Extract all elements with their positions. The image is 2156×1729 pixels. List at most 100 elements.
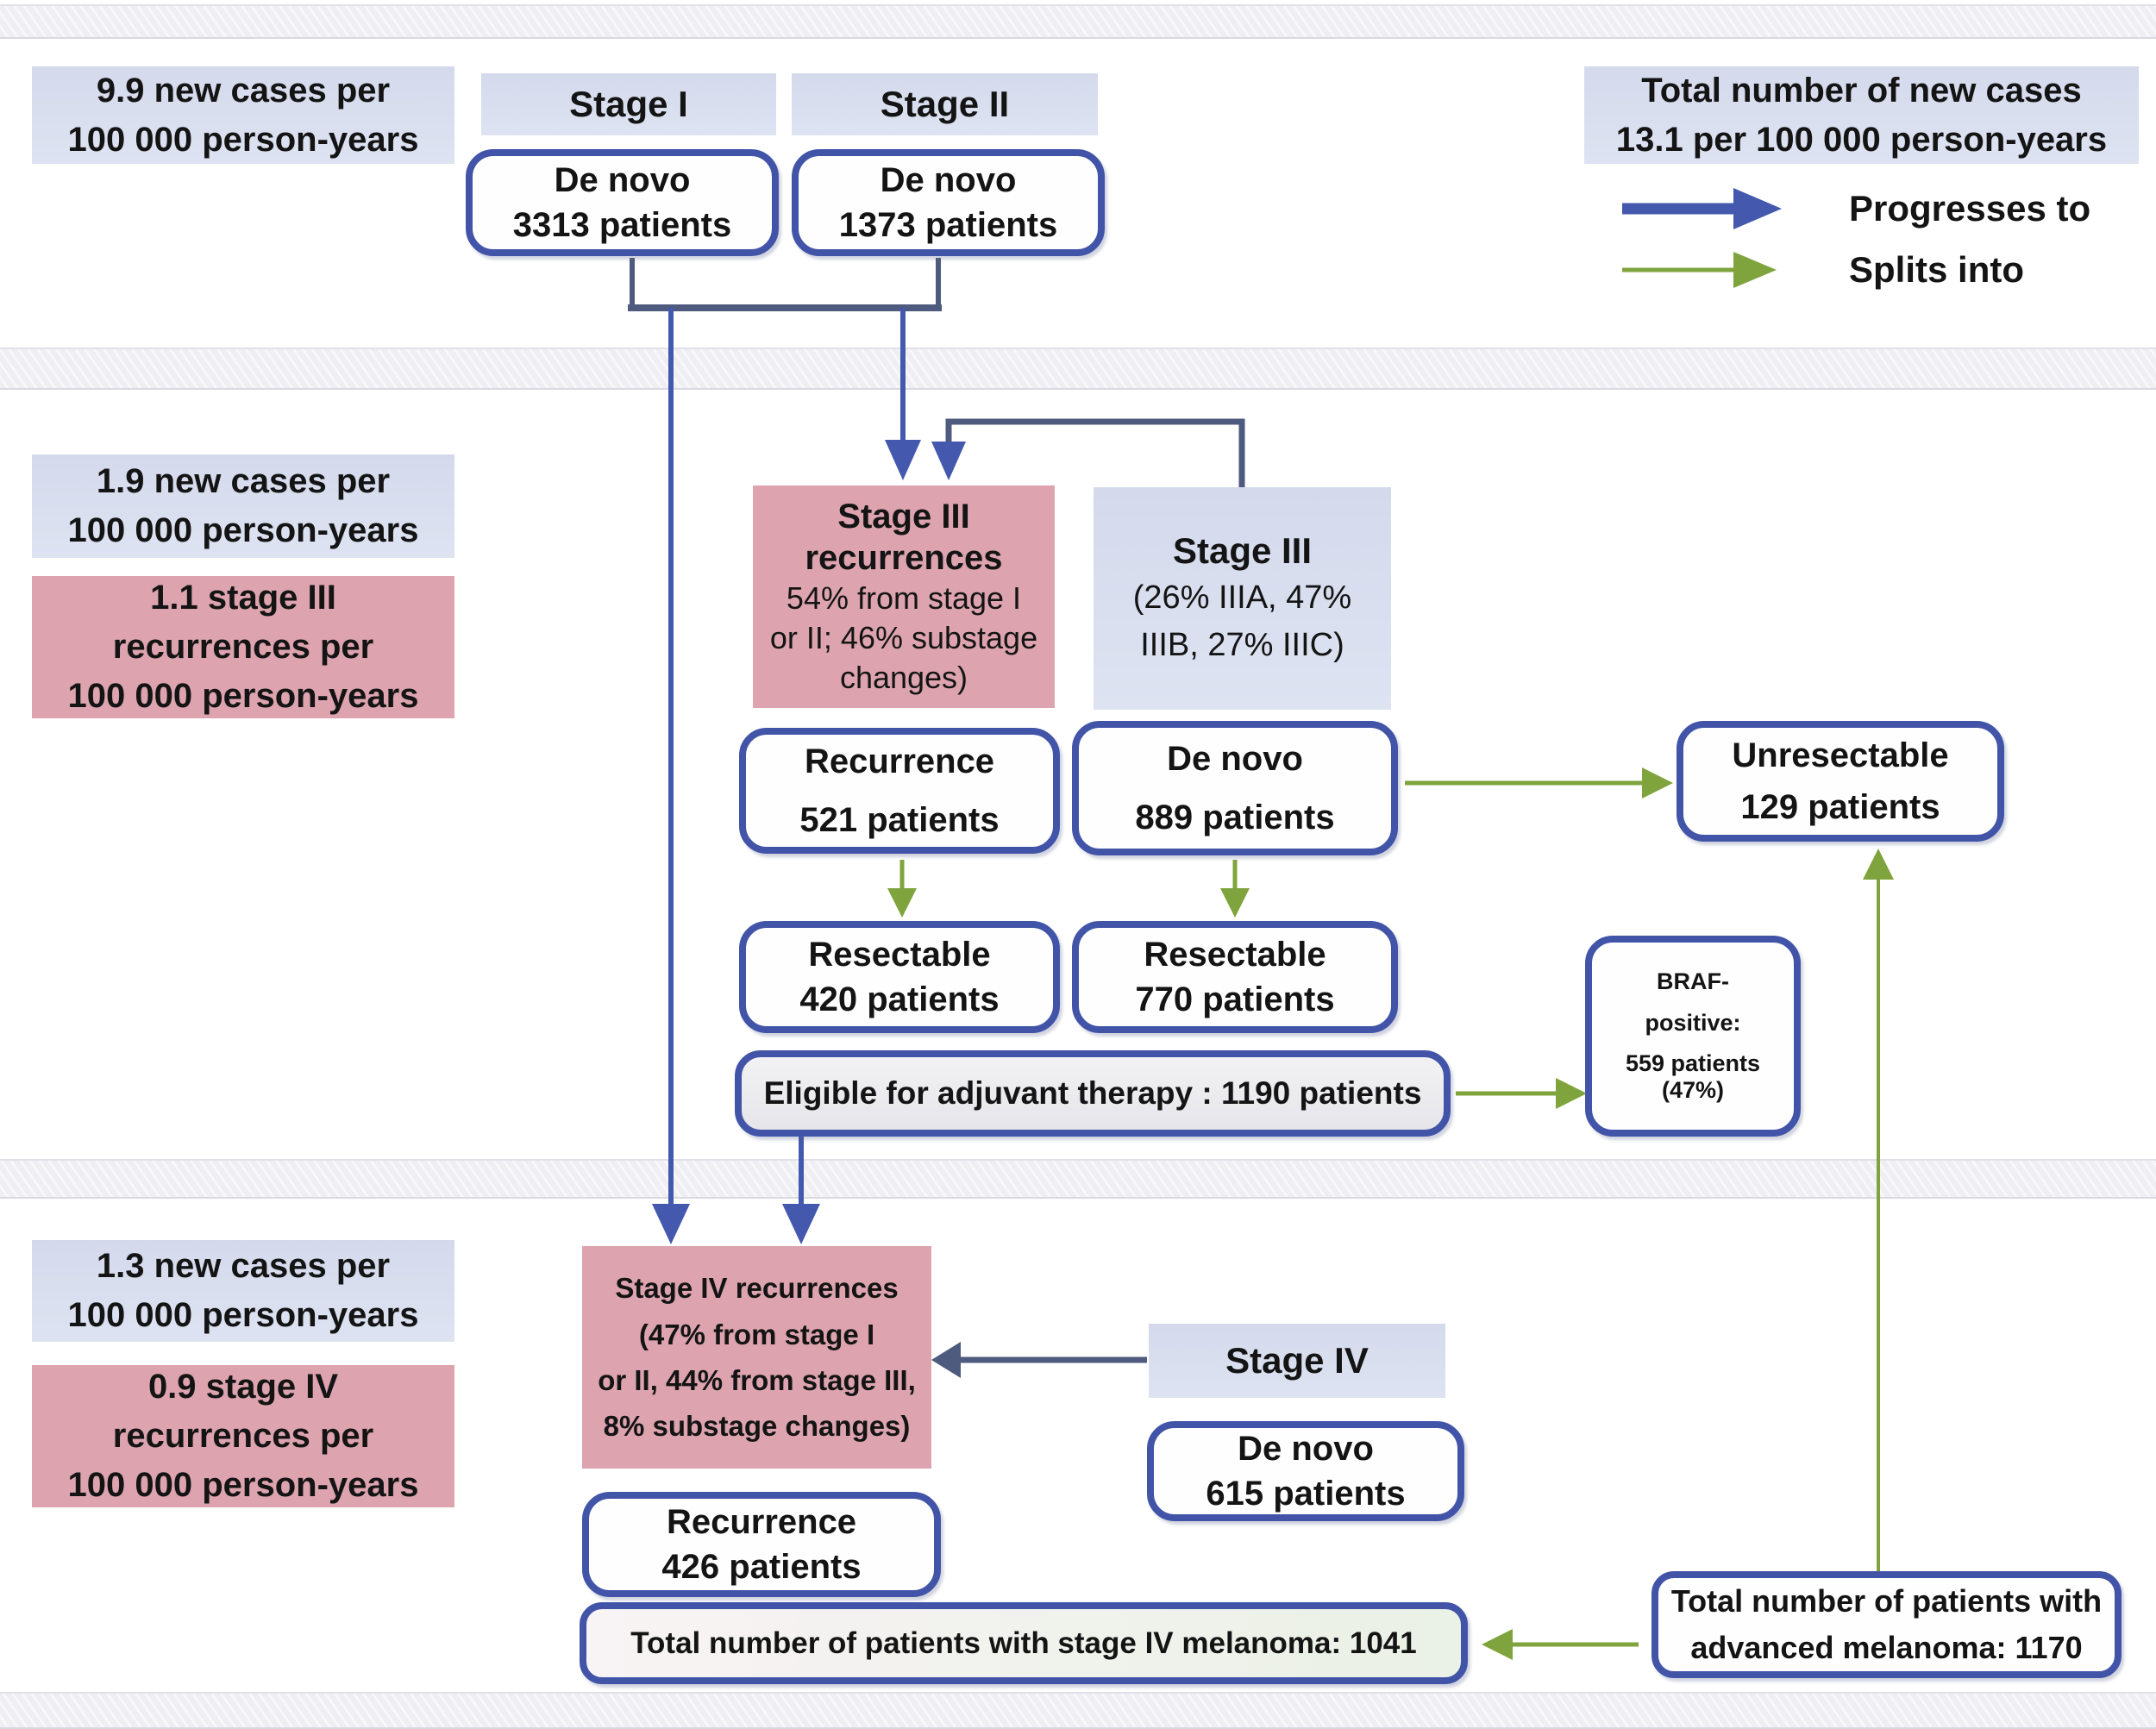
label-stage4: Stage IV: [1149, 1324, 1445, 1398]
section-divider-band-3: [0, 1159, 2156, 1199]
legend-progresses-label: Progresses to: [1849, 185, 2090, 233]
node-line: 1373 patients: [838, 206, 1058, 244]
node-line: recurrences: [805, 538, 1003, 577]
node-braf-positive-559: BRAF- positive: 559 patients (47%): [1585, 936, 1801, 1137]
node-line: Total number of patients with stage IV m…: [630, 1626, 1417, 1660]
node-line: Eligible for adjuvant therapy : 1190 pat…: [763, 1075, 1422, 1111]
node-total-advanced-1170: Total number of patients with advanced m…: [1651, 1571, 2122, 1678]
node-line: Stage IV recurrences: [615, 1272, 899, 1305]
node-unresectable-129: Unresectable 129 patients: [1677, 721, 2004, 842]
arrow-eligible-to-stage4rec-head: [782, 1204, 820, 1244]
stat-incidence-stage4: 1.3 new cases per 100 000 person-years: [32, 1240, 454, 1342]
node-line: changes): [839, 660, 968, 696]
node-line: positive:: [1645, 1009, 1741, 1036]
node-stage4-recurrences: Stage IV recurrences (47% from stage I o…: [582, 1246, 931, 1469]
node-line: 559 patients (47%): [1625, 1049, 1761, 1103]
node-line: Resectable: [808, 936, 991, 974]
node-stage3-denovo-889: De novo 889 patients: [1072, 721, 1398, 855]
stat-line: 100 000 person-years: [67, 1465, 419, 1504]
label-stage2-text: Stage II: [880, 84, 1010, 124]
arrow-stage4-to-stage4rec-head: [931, 1342, 961, 1378]
node-line: De novo: [1167, 740, 1303, 778]
stat-line: 100 000 person-years: [67, 120, 419, 159]
node-line: (47% from stage I: [638, 1318, 875, 1350]
label-stage1: Stage I: [481, 73, 776, 135]
node-line: 3313 patients: [512, 206, 732, 244]
node-line: 54% from stage I: [786, 579, 1022, 616]
stat-line: Total number of new cases: [1641, 71, 2082, 110]
stat-line: 100 000 person-years: [67, 1296, 419, 1334]
legend-text: Splits into: [1849, 249, 2024, 290]
stat-recurrence-rate-stage3: 1.1 stage III recurrences per 100 000 pe…: [32, 576, 454, 718]
node-line: 615 patients: [1206, 1475, 1406, 1513]
stat-line: 13.1 per 100 000 person-years: [1615, 120, 2108, 159]
legend-splits-arrow-head: [1733, 252, 1777, 288]
legend-progresses-arrow-head: [1733, 188, 1782, 229]
arrow-denovo889-to-unresectable-head: [1642, 767, 1673, 799]
node-stage3-recurrences: Stage III recurrences 54% from stage I o…: [753, 485, 1055, 708]
node-line: or II, 44% from stage III,: [598, 1364, 916, 1396]
stat-total-new-cases: Total number of new cases 13.1 per 100 0…: [1584, 66, 2139, 164]
node-line: 770 patients: [1135, 980, 1335, 1018]
node-stage2-denovo: De novo 1373 patients: [792, 149, 1105, 256]
stat-line: 100 000 person-years: [67, 511, 419, 549]
node-line: Resectable: [1144, 936, 1326, 974]
node-line: Total number of patients with: [1670, 1583, 2103, 1619]
arrow-advanced-to-unresectable-head: [1863, 849, 1894, 880]
connector-stage3-substage-loop: [945, 418, 1245, 492]
stat-line: recurrences per: [112, 628, 374, 667]
stat-line: 1.3 new cases per: [96, 1247, 391, 1286]
stat-recurrence-rate-stage4: 0.9 stage IV recurrences per 100 000 per…: [32, 1365, 454, 1507]
node-stage3-recurrence-521: Recurrence 521 patients: [739, 728, 1060, 854]
arrow-stage12-to-stage3rec-head: [885, 440, 921, 480]
arrow-denovo889-to-res770-head: [1220, 888, 1250, 918]
node-line: BRAF-: [1657, 968, 1729, 995]
node-line: 129 patients: [1740, 788, 1940, 826]
node-line: or II; 46% substage: [769, 619, 1038, 655]
stat-line: 1.9 new cases per: [96, 462, 391, 501]
node-line: 426 patients: [661, 1548, 862, 1586]
node-line: De novo: [1238, 1430, 1374, 1468]
legend-splits-label: Splits into: [1849, 246, 2024, 294]
node-stage4-recurrence-426: Recurrence 426 patients: [582, 1492, 941, 1597]
stat-line: 1.1 stage III: [150, 579, 336, 617]
arrow-eligible-to-braf-head: [1556, 1078, 1587, 1109]
node-line: 420 patients: [799, 980, 1000, 1018]
node-stage4-denovo-615: De novo 615 patients: [1147, 1421, 1464, 1521]
node-stage1-denovo: De novo 3313 patients: [466, 149, 779, 256]
node-line: 521 patients: [799, 801, 1000, 839]
arrow-advanced-to-stage4total-head: [1482, 1629, 1513, 1660]
node-line: Recurrence: [804, 742, 995, 780]
label-stage2: Stage II: [792, 73, 1098, 135]
node-line: De novo: [554, 161, 691, 199]
node-resectable-420: Resectable 420 patients: [739, 921, 1060, 1033]
stat-incidence-stage3: 1.9 new cases per 100 000 person-years: [32, 454, 454, 558]
node-line: De novo: [880, 161, 1017, 199]
node-line: Recurrence: [666, 1503, 857, 1541]
section-divider-band-top: [0, 4, 2156, 39]
stat-line: 9.9 new cases per: [96, 71, 391, 110]
node-eligible-adjuvant-1190: Eligible for adjuvant therapy : 1190 pat…: [735, 1050, 1451, 1137]
label-stage1-text: Stage I: [569, 84, 688, 124]
node-line: Stage III: [1172, 529, 1313, 571]
arrow-rec521-to-res420-head: [887, 888, 917, 918]
stat-line: recurrences per: [112, 1417, 374, 1456]
stat-incidence-stage1-2: 9.9 new cases per 100 000 person-years: [32, 66, 454, 164]
node-line: 889 patients: [1135, 799, 1335, 836]
stat-line: 0.9 stage IV: [147, 1368, 339, 1406]
stat-line: 100 000 person-years: [67, 676, 419, 715]
node-line: Unresectable: [1732, 736, 1949, 774]
node-total-stage4-1041: Total number of patients with stage IV m…: [580, 1602, 1468, 1684]
node-resectable-770: Resectable 770 patients: [1072, 921, 1398, 1033]
legend-text: Progresses to: [1849, 188, 2091, 229]
label-stage4-text: Stage IV: [1225, 1340, 1369, 1381]
node-line: advanced melanoma: 1170: [1690, 1630, 2083, 1665]
section-divider-band-2: [0, 348, 2156, 390]
arrow-stage3-substage-head: [931, 442, 966, 480]
node-line: 8% substage changes): [603, 1410, 911, 1443]
arrow-stage12-to-stage4rec-head: [652, 1204, 690, 1244]
node-line: IIIB, 27% IIIC): [1140, 627, 1344, 664]
node-line: (26% IIIA, 47%: [1132, 579, 1352, 617]
node-stage3: Stage III (26% IIIA, 47% IIIB, 27% IIIC): [1094, 487, 1391, 710]
